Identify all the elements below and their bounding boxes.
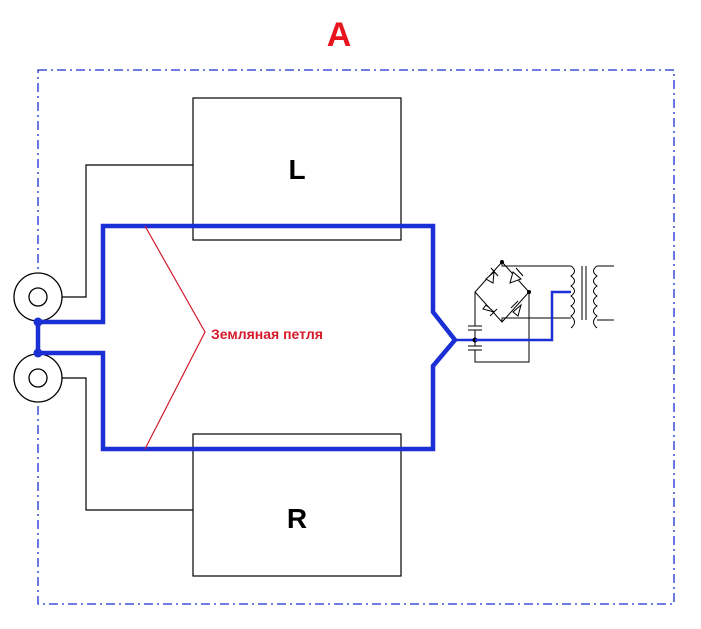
diagram-title: A xyxy=(327,16,352,54)
block-r-label: R xyxy=(287,503,307,534)
loop-annotation-text: Земляная петля xyxy=(211,326,323,342)
signal-wire-l xyxy=(62,164,193,298)
loop-annotation-pointer xyxy=(144,225,206,450)
block-l xyxy=(192,97,402,241)
ground-node-bottom xyxy=(33,348,43,358)
ground-node-top xyxy=(33,317,43,327)
connector-bottom-icon xyxy=(13,353,63,403)
connector-top-icon xyxy=(13,272,63,322)
signal-wire-r xyxy=(62,377,193,511)
block-r xyxy=(192,433,402,577)
transformer-icon xyxy=(570,265,614,329)
block-l-label: L xyxy=(288,154,305,185)
psu-ground-link xyxy=(475,290,571,342)
power-supply-rectifier xyxy=(468,261,571,363)
